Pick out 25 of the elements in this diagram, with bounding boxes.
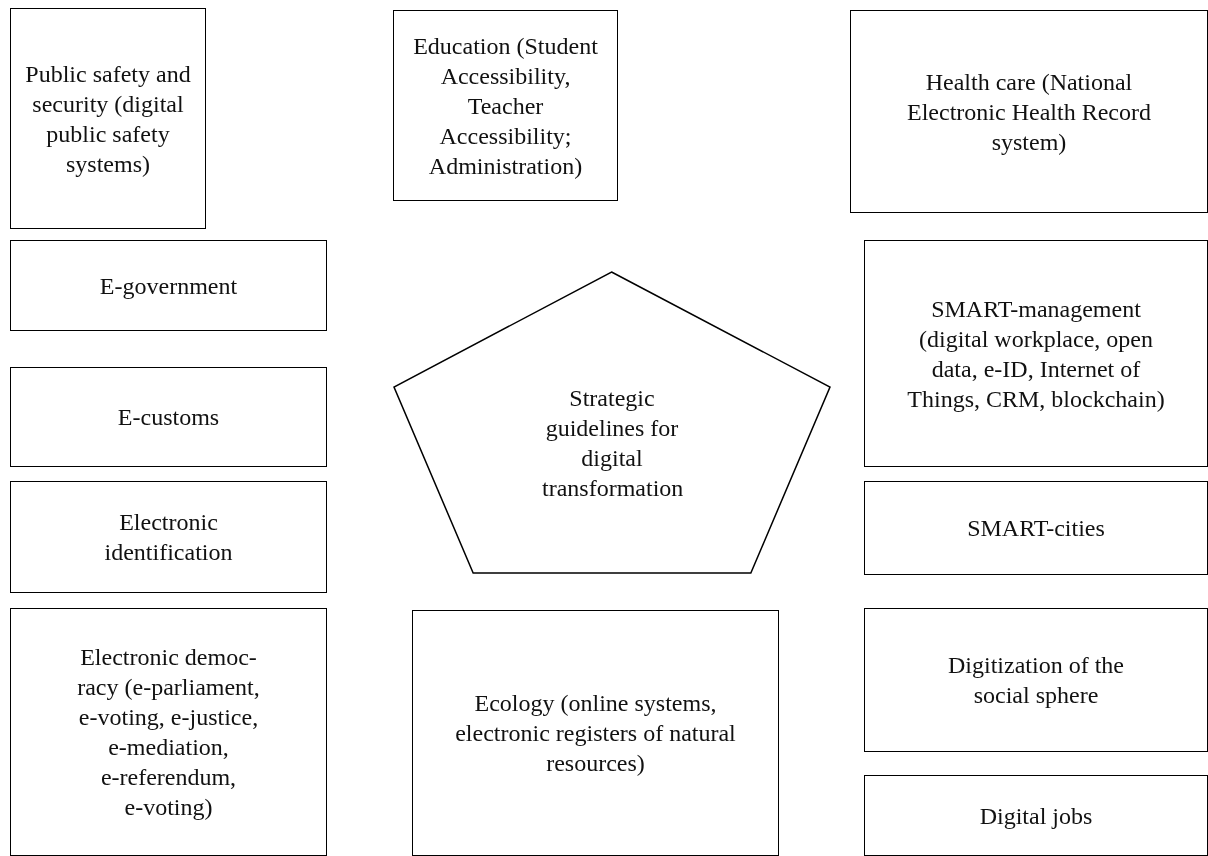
category-box <box>412 610 779 856</box>
category-box <box>10 608 327 856</box>
category-box <box>10 481 327 593</box>
node-text: Education (Student Accessibility, Teacher Accessibility; Administration) <box>412 31 599 181</box>
node-text: Electronic identification <box>103 508 234 567</box>
category-box <box>864 775 1208 856</box>
node-text: Public safety and security (digital public safety systems) <box>24 59 192 179</box>
node-text: Strategic guidelines for digital transformation <box>541 383 685 503</box>
category-box <box>10 8 206 229</box>
node-text: Digital jobs <box>978 801 1094 831</box>
node-text: Digitization of the social sphere <box>947 651 1125 710</box>
node-text: Health care (National Electronic Health Record system) <box>906 67 1152 157</box>
category-box <box>864 240 1208 467</box>
node-text: Electronic democ- racy (e-parliament, e-voting, e-justice, e-mediation, e-referendum, e-voting) <box>76 643 261 822</box>
node-text: E-government <box>98 271 239 301</box>
node-text: E-customs <box>116 403 221 432</box>
category-box <box>850 10 1208 213</box>
category-box <box>10 240 327 331</box>
category-box <box>864 608 1208 752</box>
node-text: Ecology (online systems, electronic registers of natural resources) <box>454 689 737 778</box>
category-box <box>864 481 1208 575</box>
node-text: SMART-management (digital workplace, open data, e-ID, Internet of Things, CRM, blockchain) <box>906 294 1166 414</box>
category-box <box>10 367 327 467</box>
node-text: SMART-cities <box>966 514 1106 543</box>
category-box <box>393 10 618 201</box>
